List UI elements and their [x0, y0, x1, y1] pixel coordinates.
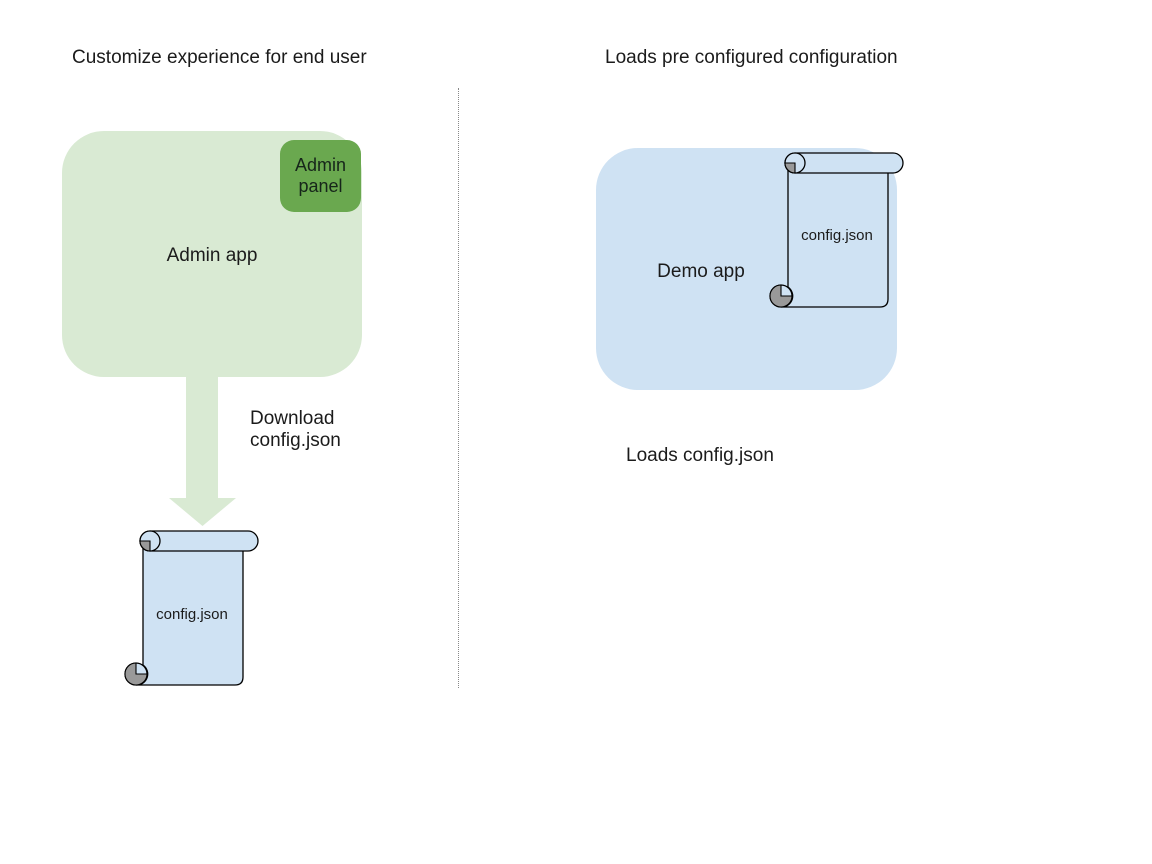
section-divider — [458, 88, 459, 688]
config-json-label-left: config.json — [156, 606, 228, 623]
demo-app-label: Demo app — [657, 261, 745, 282]
left-section-title: Customize experience for end user — [72, 47, 367, 68]
download-arrow-icon — [165, 375, 240, 527]
config-json-label-right: config.json — [801, 227, 873, 244]
download-arrow-label: Download config.json — [250, 408, 341, 451]
right-section-title: Loads pre configured configuration — [605, 47, 898, 68]
admin-panel-label: Admin panel — [294, 155, 347, 196]
loads-config-caption: Loads config.json — [626, 445, 774, 466]
admin-app-label: Admin app — [166, 245, 258, 266]
admin-panel-box: Admin panel — [280, 140, 361, 212]
